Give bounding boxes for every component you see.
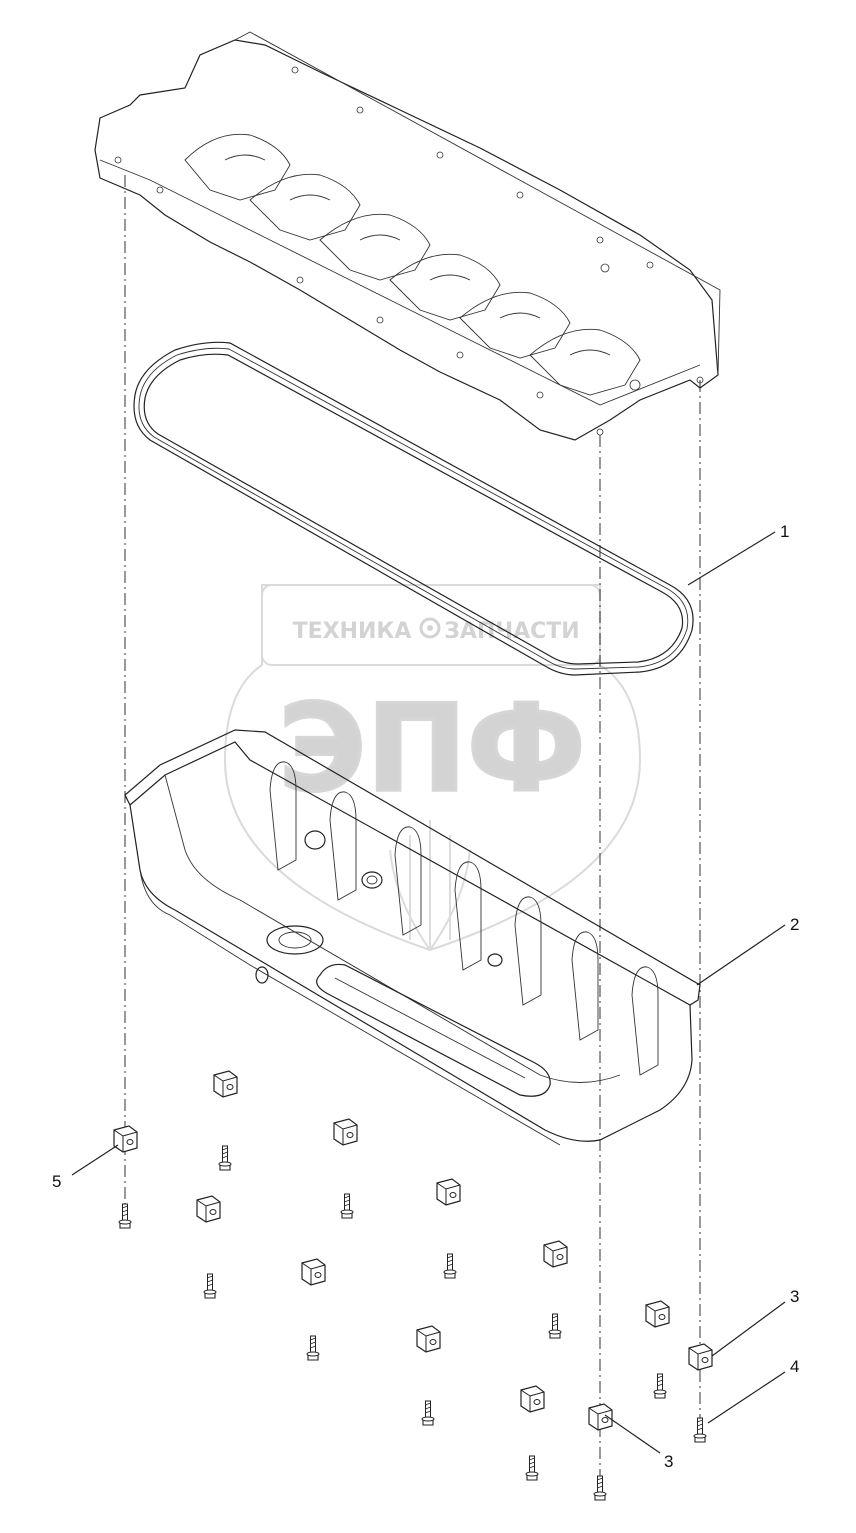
bolt [593,1475,607,1501]
leader-line-5 [71,1144,119,1176]
bolt [421,1400,435,1426]
callout-3: 3 [664,1452,673,1471]
engine-block-rear-edge [234,31,721,376]
leader-lines [71,531,786,1454]
oil-pan [124,729,701,1146]
gasket-bead [138,347,689,670]
watermark-left-text: ТЕХНИКА [293,619,412,644]
bolt [218,1145,232,1171]
gasket-inner-edge [143,353,684,665]
watermark-banner [261,584,601,666]
drain-plug-icon [266,925,324,955]
gear-icon [419,617,441,639]
clip-nut [543,1240,568,1268]
clip-nut [645,1300,670,1328]
oil-pan-lower-edge [139,869,561,1146]
clip-nut [688,1343,713,1371]
bolt [340,1193,354,1219]
oil-pan-body [129,804,693,1142]
crank-bearing-bays [184,133,641,396]
leader-line-2 [696,924,786,986]
oil-pan-boss [255,830,503,984]
oil-pan-sump-channel [316,963,551,1097]
callout-labels: 1 2 3 4 3 5 [52,522,799,1471]
wheat-emblem-icon [389,820,471,951]
engine-block-flange [99,159,701,406]
bolt [653,1373,667,1399]
oil-pan-gasket [133,341,694,676]
oil-pan-ribs [269,761,659,1076]
clip-nut [213,1070,238,1098]
clip-nut [301,1258,326,1286]
leader-line-3b [604,1414,661,1454]
bolt [525,1455,539,1481]
callout-5: 5 [52,1172,61,1191]
engine-block [94,31,721,441]
watermark-logo-text: ЭПФ [278,680,586,819]
oil-pan-inner-wall [164,774,621,1083]
leader-line-3a [711,1301,786,1357]
clip-nut [196,1195,221,1223]
clip-nut [416,1325,441,1353]
oil-pan-sump-channel-inner [334,977,526,1079]
bolt [693,1417,707,1443]
bolt [306,1335,320,1361]
clip-nut [520,1385,545,1413]
bolt [118,1203,132,1229]
gasket-outer-edge [133,341,694,676]
clip-nut [113,1125,138,1153]
watermark: ТЕХНИКА ЗАПЧАСТИ ЭПФ [223,584,642,952]
engine-block-outline [94,39,719,441]
assembly-centerlines [124,175,701,1500]
callout-3: 3 [790,1287,799,1306]
leader-line-1 [687,531,776,586]
oil-pan-rim [124,729,701,1006]
block-bolt-holes [114,66,704,436]
callout-2: 2 [790,915,799,934]
clip-nut [333,1118,358,1146]
bolt [548,1313,562,1339]
watermark-right-text: ЗАПЧАСТИ [444,619,579,644]
clip-group [113,1070,713,1431]
bolt [443,1253,457,1279]
bolt [203,1273,217,1299]
callout-1: 1 [780,522,789,541]
clip-nut [436,1178,461,1206]
callout-4: 4 [790,1357,799,1376]
leader-line-4 [707,1371,786,1424]
clip-nut [588,1403,613,1431]
bolt-group [118,1145,707,1501]
